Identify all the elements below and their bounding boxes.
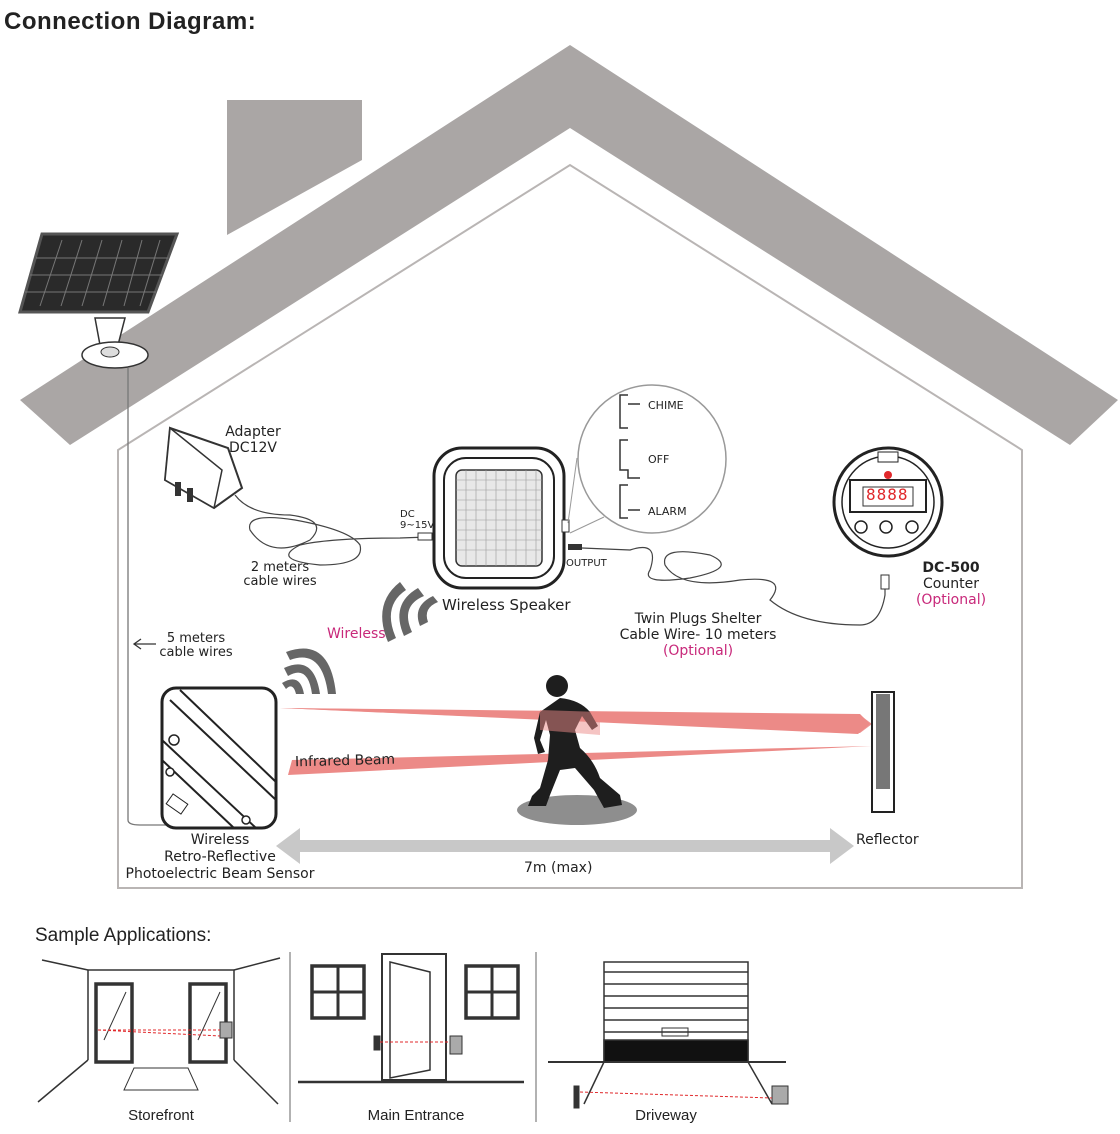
dc-label: DC 9~15V [400,509,434,531]
cable-5m-desc: cable wires [159,645,233,660]
solar-panel [18,232,180,826]
adapter-voltage: DC12V [229,440,277,456]
sample-entrance [298,953,524,1084]
output-label: OUTPUT [566,558,607,569]
output-cable [581,546,890,626]
cable-10m-label: Twin Plugs Shelter Cable Wire- 10 meters… [612,611,784,659]
switch-zoom [567,384,727,534]
sensor-line1: Wireless [190,832,250,848]
distance-label: 7m (max) [524,860,593,876]
speaker-label: Wireless Speaker [442,596,571,614]
adapter-name: Adapter [225,424,281,440]
distance-arrow [276,828,854,864]
sample-caption-entrance: Main Entrance [367,1107,465,1124]
counter-display: 8888 [866,485,909,504]
reflector-icon [871,691,895,813]
wireless-speaker [432,446,582,590]
dc-range: 9~15V [400,520,435,531]
cable-10m-text: Cable Wire- 10 meters [619,627,777,643]
counter-device [832,446,944,558]
sample-caption-driveway: Driveway [635,1107,697,1124]
sensor-label: Wireless Retro-Reflective Photoelectric … [118,832,322,883]
sensor-line3: Photoelectric Beam Sensor [125,866,315,882]
roof [20,45,1118,445]
dc-text: DC [400,509,415,520]
off-label: OFF [648,453,670,466]
cable-2m-label: 2 meters cable wires [238,561,322,589]
cable-2m-length: 2 meters [250,560,310,575]
house-outline [117,163,1023,889]
cable-5m-label: 5 meters cable wires [156,632,236,660]
reflector-label: Reflector [856,832,919,848]
counter-label: DC-500 Counter (Optional) [908,560,994,608]
cable-optional: (Optional) [662,643,734,659]
counter-model: DC-500 [922,560,980,576]
wireless-waves-speaker [382,582,438,642]
alarm-label: ALARM [648,505,687,518]
adapter-label: Adapter DC12V [222,424,284,456]
infrared-beam-label: Infrared Beam [294,751,396,771]
adapter-icon [163,426,433,566]
beam-overlay [540,710,600,735]
cable-2m-desc: cable wires [243,574,317,589]
sample-storefront [37,957,281,1105]
cable-5m-length: 5 meters [166,631,226,646]
page-title: Connection Diagram: [4,8,257,35]
sensor-line2: Retro-Reflective [164,849,276,865]
sample-caption-storefront: Storefront [128,1107,194,1124]
wireless-label: Wireless [327,626,386,642]
sample-driveway [548,961,789,1109]
beam-sensor [160,686,278,830]
person-silhouette [517,675,637,825]
cable-arrow [132,638,156,650]
counter-optional: (Optional) [915,592,987,608]
sample-applications-title: Sample Applications: [35,925,212,946]
chime-label: CHIME [648,399,684,412]
counter-name: Counter [923,576,979,592]
wireless-waves-sensor [282,648,336,694]
chimney [227,100,362,235]
twin-plugs-text: Twin Plugs Shelter [634,611,762,627]
